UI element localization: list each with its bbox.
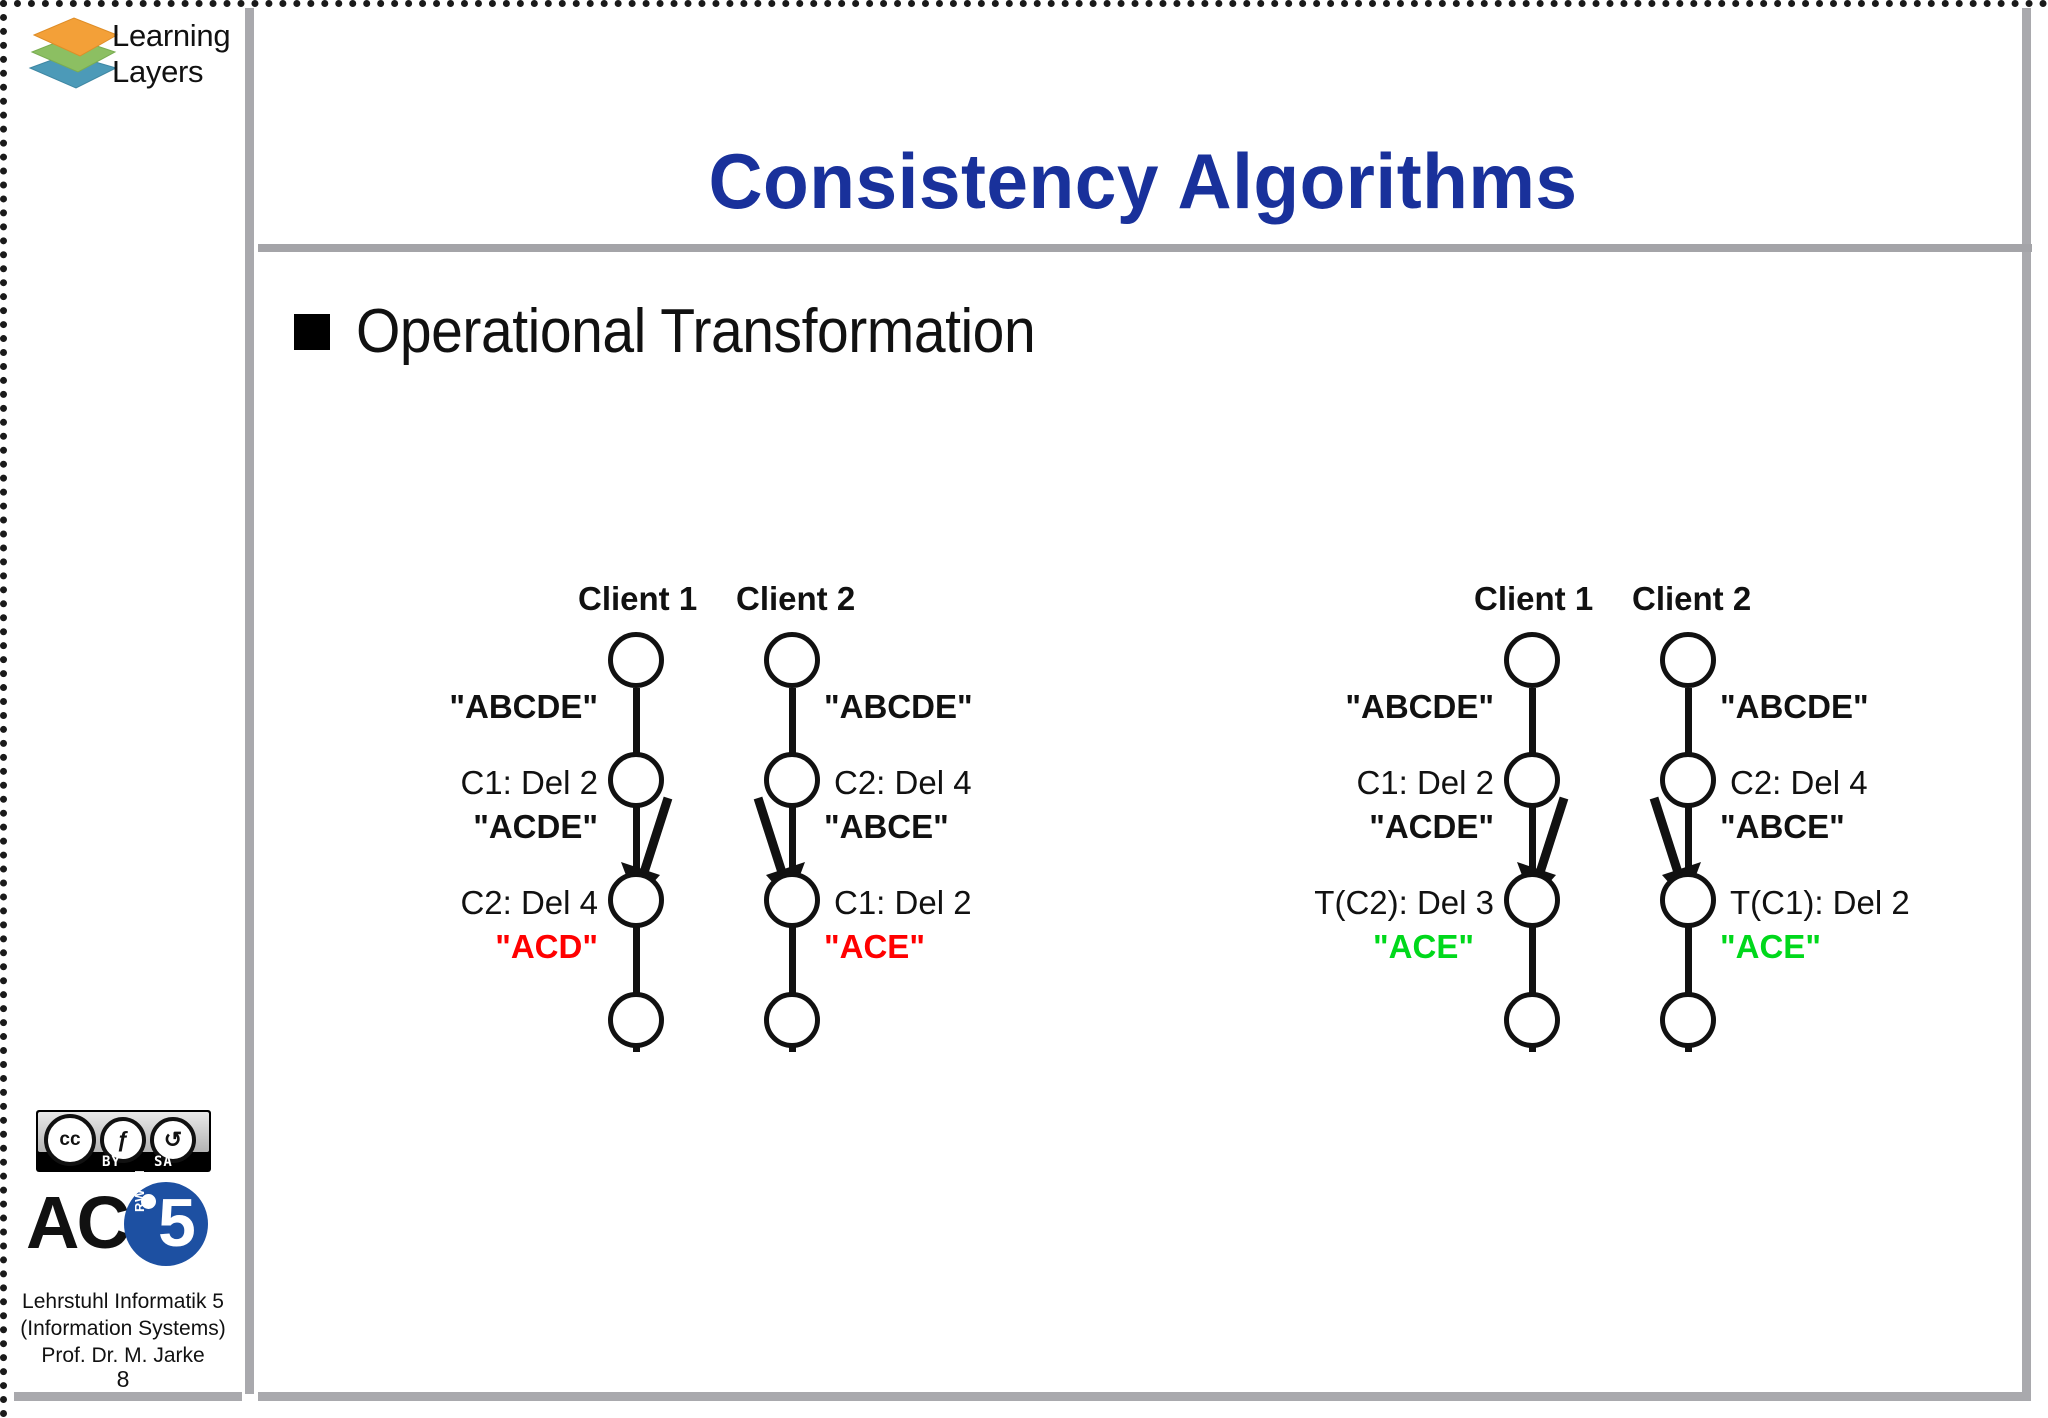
- node-circle: [608, 992, 664, 1048]
- node-circle: [1504, 632, 1560, 688]
- client2-header: Client 2: [1632, 580, 1752, 617]
- i-dot: [141, 1194, 156, 1209]
- final-state-label: "ACE": [1373, 928, 1474, 965]
- diagram-with-transformation: Client 1 Client 2 "ABCDE" C1:: [1234, 580, 1994, 1220]
- rwth-label: RWTH: [132, 1169, 147, 1212]
- bullet-square-icon: [294, 313, 330, 350]
- slide-frame-dotted-top: [0, 0, 2048, 7]
- title-underline-rule: [258, 244, 2032, 252]
- brand-name: Learning Layers: [112, 18, 242, 90]
- chair-attribution: Lehrstuhl Informatik 5 (Information Syst…: [6, 1288, 240, 1369]
- stacked-layers-icon: [28, 17, 119, 89]
- node-circle: [764, 752, 820, 808]
- page-title: Consistency Algorithms: [708, 137, 1578, 225]
- node-circle: [608, 872, 664, 928]
- bullet-item: Operational Transformation: [294, 296, 1094, 367]
- node-circle: [1660, 992, 1716, 1048]
- chair-line-3: Prof. Dr. M. Jarke: [41, 1344, 205, 1367]
- chair-line-1: Lehrstuhl Informatik 5: [22, 1290, 224, 1313]
- state-label: "ABCDE": [1345, 688, 1494, 725]
- final-state-label: "ACE": [1720, 928, 1821, 965]
- lane-segment: [1685, 688, 1692, 812]
- cc-icon: cc: [44, 1114, 96, 1166]
- brand-line-2: Layers: [112, 54, 204, 89]
- creative-commons-badge: cc ƒ ↺ BY SA: [36, 1110, 211, 1172]
- slide-main-area: Consistency Algorithms Operational Trans…: [254, 0, 2048, 1418]
- lane-segment: [1529, 928, 1536, 1052]
- five-label: 5: [158, 1185, 196, 1261]
- operation-label: T(C2): Del 3: [1314, 884, 1494, 921]
- final-state-label: "ACE": [824, 928, 925, 965]
- lane-segment: [1685, 928, 1692, 1052]
- cc-sa-label: SA: [154, 1154, 173, 1170]
- cc-by-icon: ƒ: [100, 1117, 146, 1163]
- state-label: "ABCDE": [1720, 688, 1869, 725]
- cc-by-label: BY: [102, 1154, 121, 1170]
- node-circle: [1504, 872, 1560, 928]
- node-circle: [764, 992, 820, 1048]
- diagram-without-transformation: Client 1 Client 2: [338, 580, 1098, 1220]
- client1-header: Client 1: [578, 580, 698, 617]
- state-label: "ABCE": [1720, 808, 1845, 845]
- bullet-label: Operational Transformation: [356, 297, 1036, 366]
- node-circle: [1504, 992, 1560, 1048]
- node-circle: [764, 872, 820, 928]
- state-label: "ABCDE": [449, 688, 598, 725]
- state-label: "ACDE": [473, 808, 598, 845]
- slide-frame-right: [2022, 8, 2031, 1400]
- client1-header: Client 1: [1474, 580, 1594, 617]
- lane-segment: [789, 688, 796, 812]
- operation-label: C1: Del 2: [460, 764, 598, 801]
- operation-label: T(C1): Del 2: [1730, 884, 1910, 921]
- lane-segment: [633, 928, 640, 1052]
- node-circle: [608, 752, 664, 808]
- operation-label: C1: Del 2: [1356, 764, 1494, 801]
- lane-segment: [789, 928, 796, 1052]
- lane-segment: [1529, 688, 1536, 812]
- operation-label: C1: Del 2: [834, 884, 972, 921]
- sidebar-frame-bottom: [14, 1392, 242, 1401]
- slide-frame-dotted-left: [0, 0, 7, 1418]
- chair-line-2: (Information Systems): [20, 1317, 226, 1340]
- node-circle: [764, 632, 820, 688]
- page-number: 8: [116, 1366, 130, 1392]
- brand-line-1: Learning: [112, 18, 231, 53]
- final-state-label: "ACD": [495, 928, 598, 965]
- state-label: "ACDE": [1369, 808, 1494, 845]
- node-circle: [1504, 752, 1560, 808]
- slide-frame-bottom: [258, 1392, 2031, 1401]
- sidebar-divider: [245, 8, 254, 1394]
- state-label: "ABCE": [824, 808, 949, 845]
- cc-sa-icon: ↺: [150, 1117, 196, 1163]
- operation-label: C2: Del 4: [1730, 764, 1868, 801]
- client2-header: Client 2: [736, 580, 856, 617]
- node-circle: [1660, 752, 1716, 808]
- ac-wordmark: AC: [26, 1181, 130, 1264]
- i5-badge-icon: RWTH 5: [124, 1169, 208, 1266]
- lane-segment: [633, 688, 640, 812]
- state-label: "ABCDE": [824, 688, 973, 725]
- operation-label: C2: Del 4: [834, 764, 972, 801]
- informatik5-logo: AC RWTH 5: [26, 1169, 216, 1266]
- node-circle: [1660, 632, 1716, 688]
- node-circle: [1660, 872, 1716, 928]
- node-circle: [608, 632, 664, 688]
- operation-label: C2: Del 4: [460, 884, 598, 921]
- sidebar: Learning Layers cc ƒ ↺ BY SA AC RWTH 5 L…: [0, 0, 245, 1418]
